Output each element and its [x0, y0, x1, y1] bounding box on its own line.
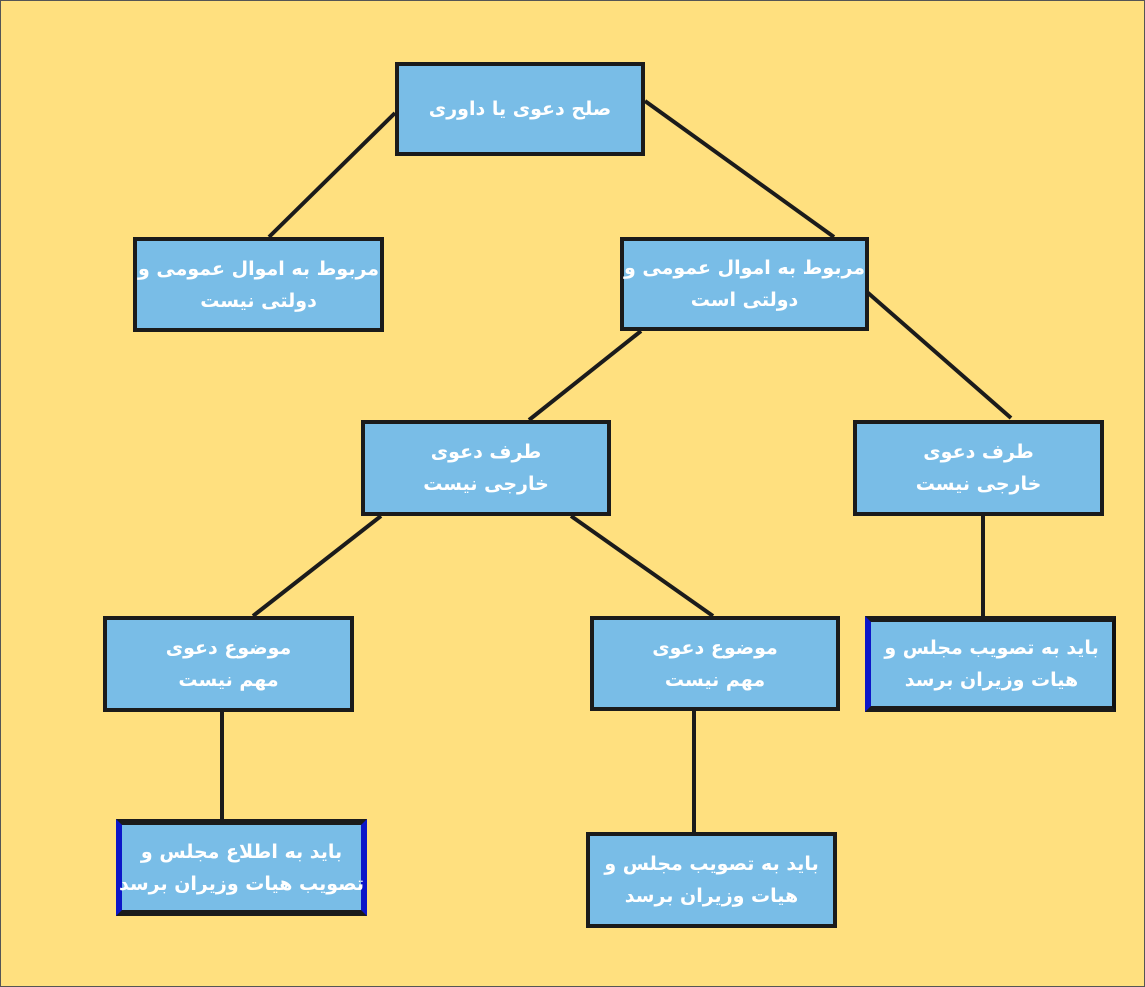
node-line: تصویب هیات وزیران برسد [118, 872, 365, 895]
node-line: خارجی نیست [423, 473, 549, 495]
node-root: صلح دعوی یا داوری [395, 62, 645, 156]
node-public-property: مربوط به اموال عمومی و دولتی است [620, 237, 869, 331]
node-party-not-foreign-right: طرف دعوی خارجی نیست [853, 420, 1104, 516]
node-approval-cabinet-middle: باید به تصویب مجلس و هیات وزیران برسد [586, 832, 837, 928]
node-approval-cabinet-right: باید به تصویب مجلس و هیات وزیران برسد [865, 616, 1116, 712]
node-party-not-foreign-left: طرف دعوی خارجی نیست [361, 420, 611, 516]
node-line: هیات وزیران برسد [904, 669, 1079, 691]
node-line: باید به اطلاع مجلس و [140, 840, 343, 863]
node-subject-not-important-middle: موضوع دعوی مهم نیست [590, 616, 840, 711]
edge-root-to-not-public-property [267, 111, 397, 239]
node-line: دولتی است [690, 289, 799, 311]
edge-public-property-to-party-not-foreign-left [527, 329, 643, 422]
node-line: طرف دعوی [923, 441, 1034, 463]
node-line: هیات وزیران برسد [624, 885, 799, 907]
node-line: مهم نیست [664, 668, 766, 691]
node-line: صلح دعوی یا داوری [428, 98, 612, 120]
node-line: موضوع دعوی [652, 636, 778, 659]
node-line: موضوع دعوی [165, 637, 292, 659]
node-line: باید به تصویب مجلس و [884, 637, 1099, 659]
node-line: مربوط به اموال عمومی و [137, 257, 380, 280]
edge-public-property-to-party-not-foreign-right [857, 283, 1013, 420]
node-line: خارجی نیست [915, 473, 1042, 495]
node-line: دولتی نیست [200, 289, 317, 312]
node-line: طرف دعوی [430, 441, 542, 463]
node-not-public-property: مربوط به اموال عمومی و دولتی نیست [133, 237, 384, 332]
edge-party-not-foreign-left-to-subject-not-important-middle [569, 514, 715, 618]
node-line: باید به تصویب مجلس و [604, 853, 819, 875]
node-subject-not-important-left: موضوع دعوی مهم نیست [103, 616, 354, 712]
node-line: مربوط به اموال عمومی و [623, 257, 866, 279]
node-inform-parliament-cabinet: باید به اطلاع مجلس و تصویب هیات وزیران ب… [116, 819, 367, 916]
node-line: مهم نیست [178, 669, 279, 691]
edge-root-to-public-property [643, 99, 836, 239]
edge-party-not-foreign-left-to-subject-not-important-left [251, 514, 383, 618]
